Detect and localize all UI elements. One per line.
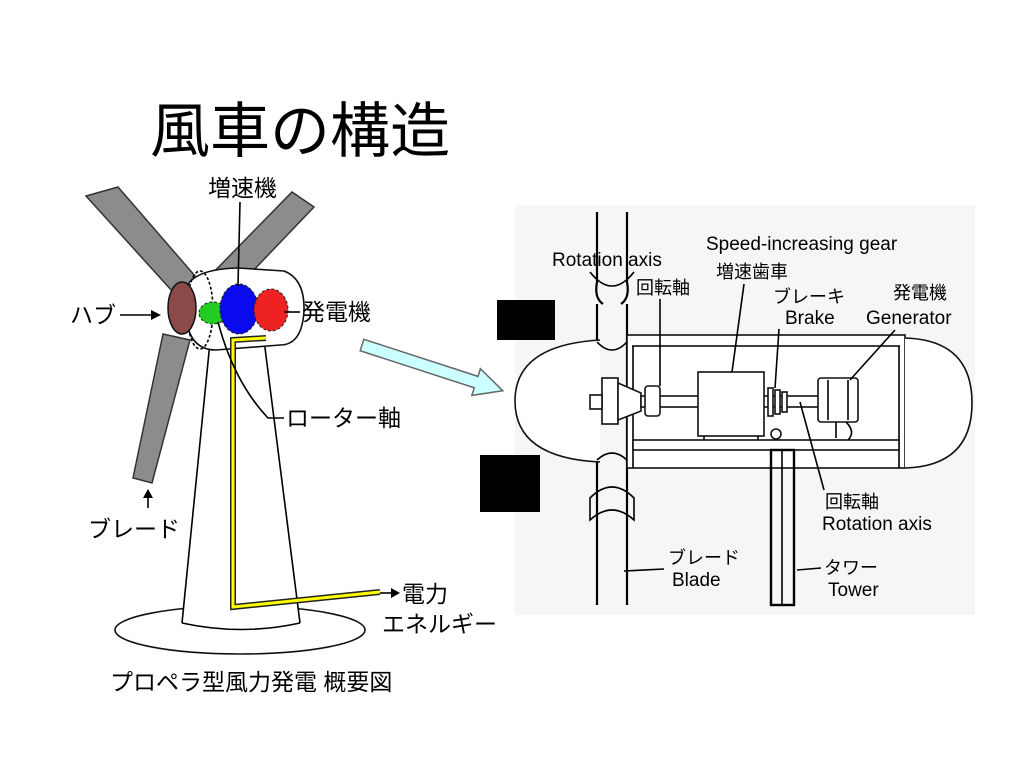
leader-brake <box>774 328 780 389</box>
redaction-box <box>480 455 540 512</box>
hub-nose <box>589 394 603 410</box>
label-generator-en: Generator <box>866 308 952 329</box>
leader-generator <box>849 329 896 381</box>
leader-blade <box>623 568 665 572</box>
leader-rotor-shaft <box>217 321 284 419</box>
nacelle-right-dome <box>904 337 973 469</box>
label-rotation-axis-ja-top: 回転軸 <box>636 278 690 298</box>
label-energy: エネルギー <box>382 611 497 637</box>
blade-cutout-top <box>596 341 628 351</box>
shaft-coupling <box>644 385 661 417</box>
label-blade-en: Blade <box>672 570 721 591</box>
label-tower-en: Tower <box>828 580 879 601</box>
power-line <box>231 336 381 609</box>
tower-right-edge <box>263 339 301 624</box>
generator <box>817 377 859 423</box>
leader-gear <box>731 283 745 373</box>
label-generator-ja: 発電機 <box>893 283 947 303</box>
label-generator: 発電機 <box>302 299 371 325</box>
label-hub: ハブ <box>70 302 116 328</box>
blade-root-curve-bottom <box>589 486 635 522</box>
brake-disc <box>774 389 781 415</box>
generator-mount <box>835 421 853 441</box>
turbine-overview-diagram: 増速機 ハブ 発電機 ローター軸 ブレード 電力 エネルギー プロペラ型風力発電… <box>70 175 497 695</box>
label-rotation-axis-en-top: Rotation axis <box>552 250 662 271</box>
diagram-caption: プロペラ型風力発電 概要図 <box>110 669 392 695</box>
leader-tower <box>796 567 822 571</box>
slide-title: 風車の構造 <box>150 98 450 165</box>
hub-cone <box>617 381 642 422</box>
arrowhead-up-icon <box>143 489 153 498</box>
arrowhead-right-icon <box>151 310 161 320</box>
nacelle-detail-diagram: Rotation axis 回転軸 Speed-increasing gear … <box>514 205 975 615</box>
label-tower-ja: タワー <box>824 558 878 578</box>
brake-disc <box>767 387 774 417</box>
label-gearbox: 増速機 <box>208 175 277 201</box>
flow-arrow-icon <box>359 338 505 397</box>
label-rotor-shaft: ローター軸 <box>286 405 401 431</box>
tower-base-edge <box>181 622 301 631</box>
hub-flange <box>601 377 619 425</box>
label-blade: ブレード <box>88 516 180 542</box>
leader-gearbox <box>237 201 241 287</box>
blade-root-curve-top <box>589 271 635 287</box>
blade-cutout-bottom <box>596 452 628 461</box>
label-brake-ja: ブレーキ <box>773 286 845 307</box>
brake-disc <box>781 391 788 413</box>
label-rotation-axis-en-bottom: Rotation axis <box>822 514 932 535</box>
tower <box>182 340 300 623</box>
label-brake-en: Brake <box>785 308 835 329</box>
gearbox <box>697 371 765 437</box>
label-blade-ja: ブレード <box>668 547 740 568</box>
generator-part <box>253 288 289 332</box>
redaction-box <box>497 300 555 340</box>
nacelle-left-dome <box>514 339 601 463</box>
tower-left-edge <box>181 341 211 624</box>
label-rotation-axis-ja-bottom: 回転軸 <box>825 492 879 512</box>
gearbox-part <box>219 283 259 335</box>
label-gear-ja: 増速歯車 <box>716 262 788 282</box>
label-power: 電力 <box>402 581 448 607</box>
base-platform <box>632 439 900 451</box>
blade-lower <box>132 333 191 484</box>
yaw-bearing <box>770 428 782 440</box>
label-gear-en: Speed-increasing gear <box>706 234 898 255</box>
hub-part <box>167 281 197 335</box>
arrowhead-right-icon <box>391 588 400 598</box>
leader-rotation-axis-bottom <box>799 401 825 491</box>
